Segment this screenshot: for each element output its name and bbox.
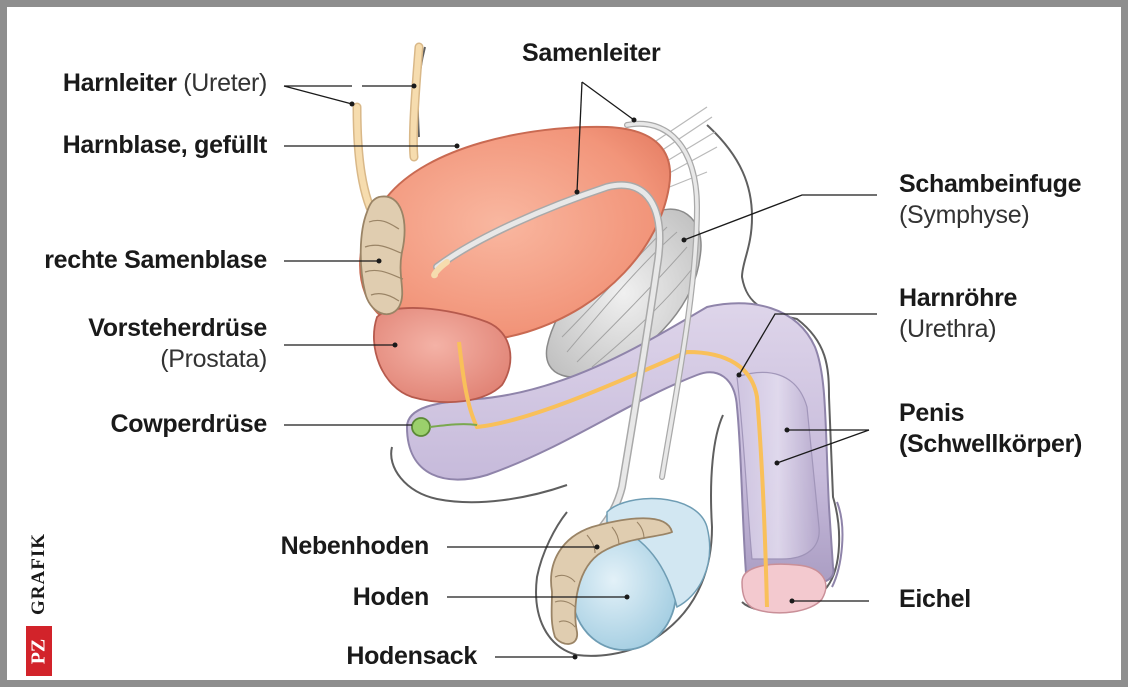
leader-penis-2	[776, 429, 870, 464]
label-harnleiter: Harnleiter (Ureter)	[37, 68, 267, 99]
leader-harnleiter-2	[283, 85, 353, 105]
epididymis-shape	[550, 517, 674, 645]
label-samenleiter: Samenleiter	[522, 38, 661, 69]
anatomy-illustration	[283, 42, 877, 660]
leader-lines	[283, 81, 877, 658]
prostate-shape	[373, 307, 512, 403]
brand-word: GRAFIK	[26, 526, 52, 622]
pz-logo: PZ	[26, 626, 52, 676]
label-harnroehre: Harnröhre (Urethra)	[899, 283, 1017, 345]
glans-shape	[741, 563, 827, 614]
label-harnroehre-sub: (Urethra)	[899, 315, 997, 343]
pz-grafik-brand: GRAFIK PZ	[26, 526, 52, 676]
label-cowperdruese: Cowperdrüse	[37, 409, 268, 440]
urethra-line	[457, 341, 769, 608]
label-hoden: Hoden	[207, 582, 430, 613]
label-samenblase: rechte Samenblase	[37, 245, 267, 276]
label-schambeinfuge-main: Schambeinfuge	[899, 170, 1082, 198]
body-outline	[390, 46, 841, 657]
label-penis-sub: (Schwellkörper)	[899, 430, 1083, 458]
glans-rim	[831, 501, 844, 588]
leader-harnroehre	[738, 313, 877, 376]
brand-word-text: GRAFIK	[28, 533, 49, 615]
label-vorsteherdruese: Vorsteherdrüse (Prostata)	[37, 313, 267, 375]
label-nebenhoden: Nebenhoden	[207, 531, 430, 562]
label-harnleiter-sub: (Ureter)	[183, 69, 267, 97]
label-samenblase-main: rechte Samenblase	[44, 246, 267, 274]
label-nebenhoden-main: Nebenhoden	[280, 532, 430, 560]
leader-samenleiter-2	[581, 81, 635, 121]
label-eichel-main: Eichel	[899, 585, 971, 613]
label-harnroehre-main: Harnröhre	[899, 284, 1018, 312]
label-vorsteherdruese-main: Vorsteherdrüse	[88, 314, 267, 342]
label-harnblase-main: Harnblase, gefüllt	[62, 131, 268, 159]
label-schambeinfuge: Schambeinfuge (Symphyse)	[899, 169, 1082, 231]
leader-samenleiter-1	[576, 81, 583, 193]
seminal-vesicle-shape	[359, 195, 406, 316]
label-hodensack: Hodensack	[207, 641, 477, 672]
label-hodensack-main: Hodensack	[346, 642, 477, 670]
label-vorsteherdruese-sub: (Prostata)	[160, 345, 267, 373]
cowper-gland-shape	[411, 417, 478, 437]
label-cowperdruese-main: Cowperdrüse	[110, 410, 268, 438]
label-harnblase: Harnblase, gefüllt	[37, 130, 268, 161]
leader-schambein	[683, 194, 877, 241]
pz-logo-text: PZ	[27, 638, 50, 664]
label-harnleiter-main: Harnleiter	[62, 69, 177, 97]
label-penis-main: Penis	[899, 399, 965, 427]
label-schambeinfuge-sub: (Symphyse)	[899, 201, 1030, 229]
label-hoden-main: Hoden	[352, 583, 430, 611]
vas-deferens	[431, 120, 701, 566]
label-penis: Penis (Schwellkörper)	[899, 398, 1082, 460]
leader-dots	[349, 83, 795, 660]
label-samenleiter-main: Samenleiter	[522, 39, 661, 67]
label-eichel: Eichel	[899, 584, 971, 615]
